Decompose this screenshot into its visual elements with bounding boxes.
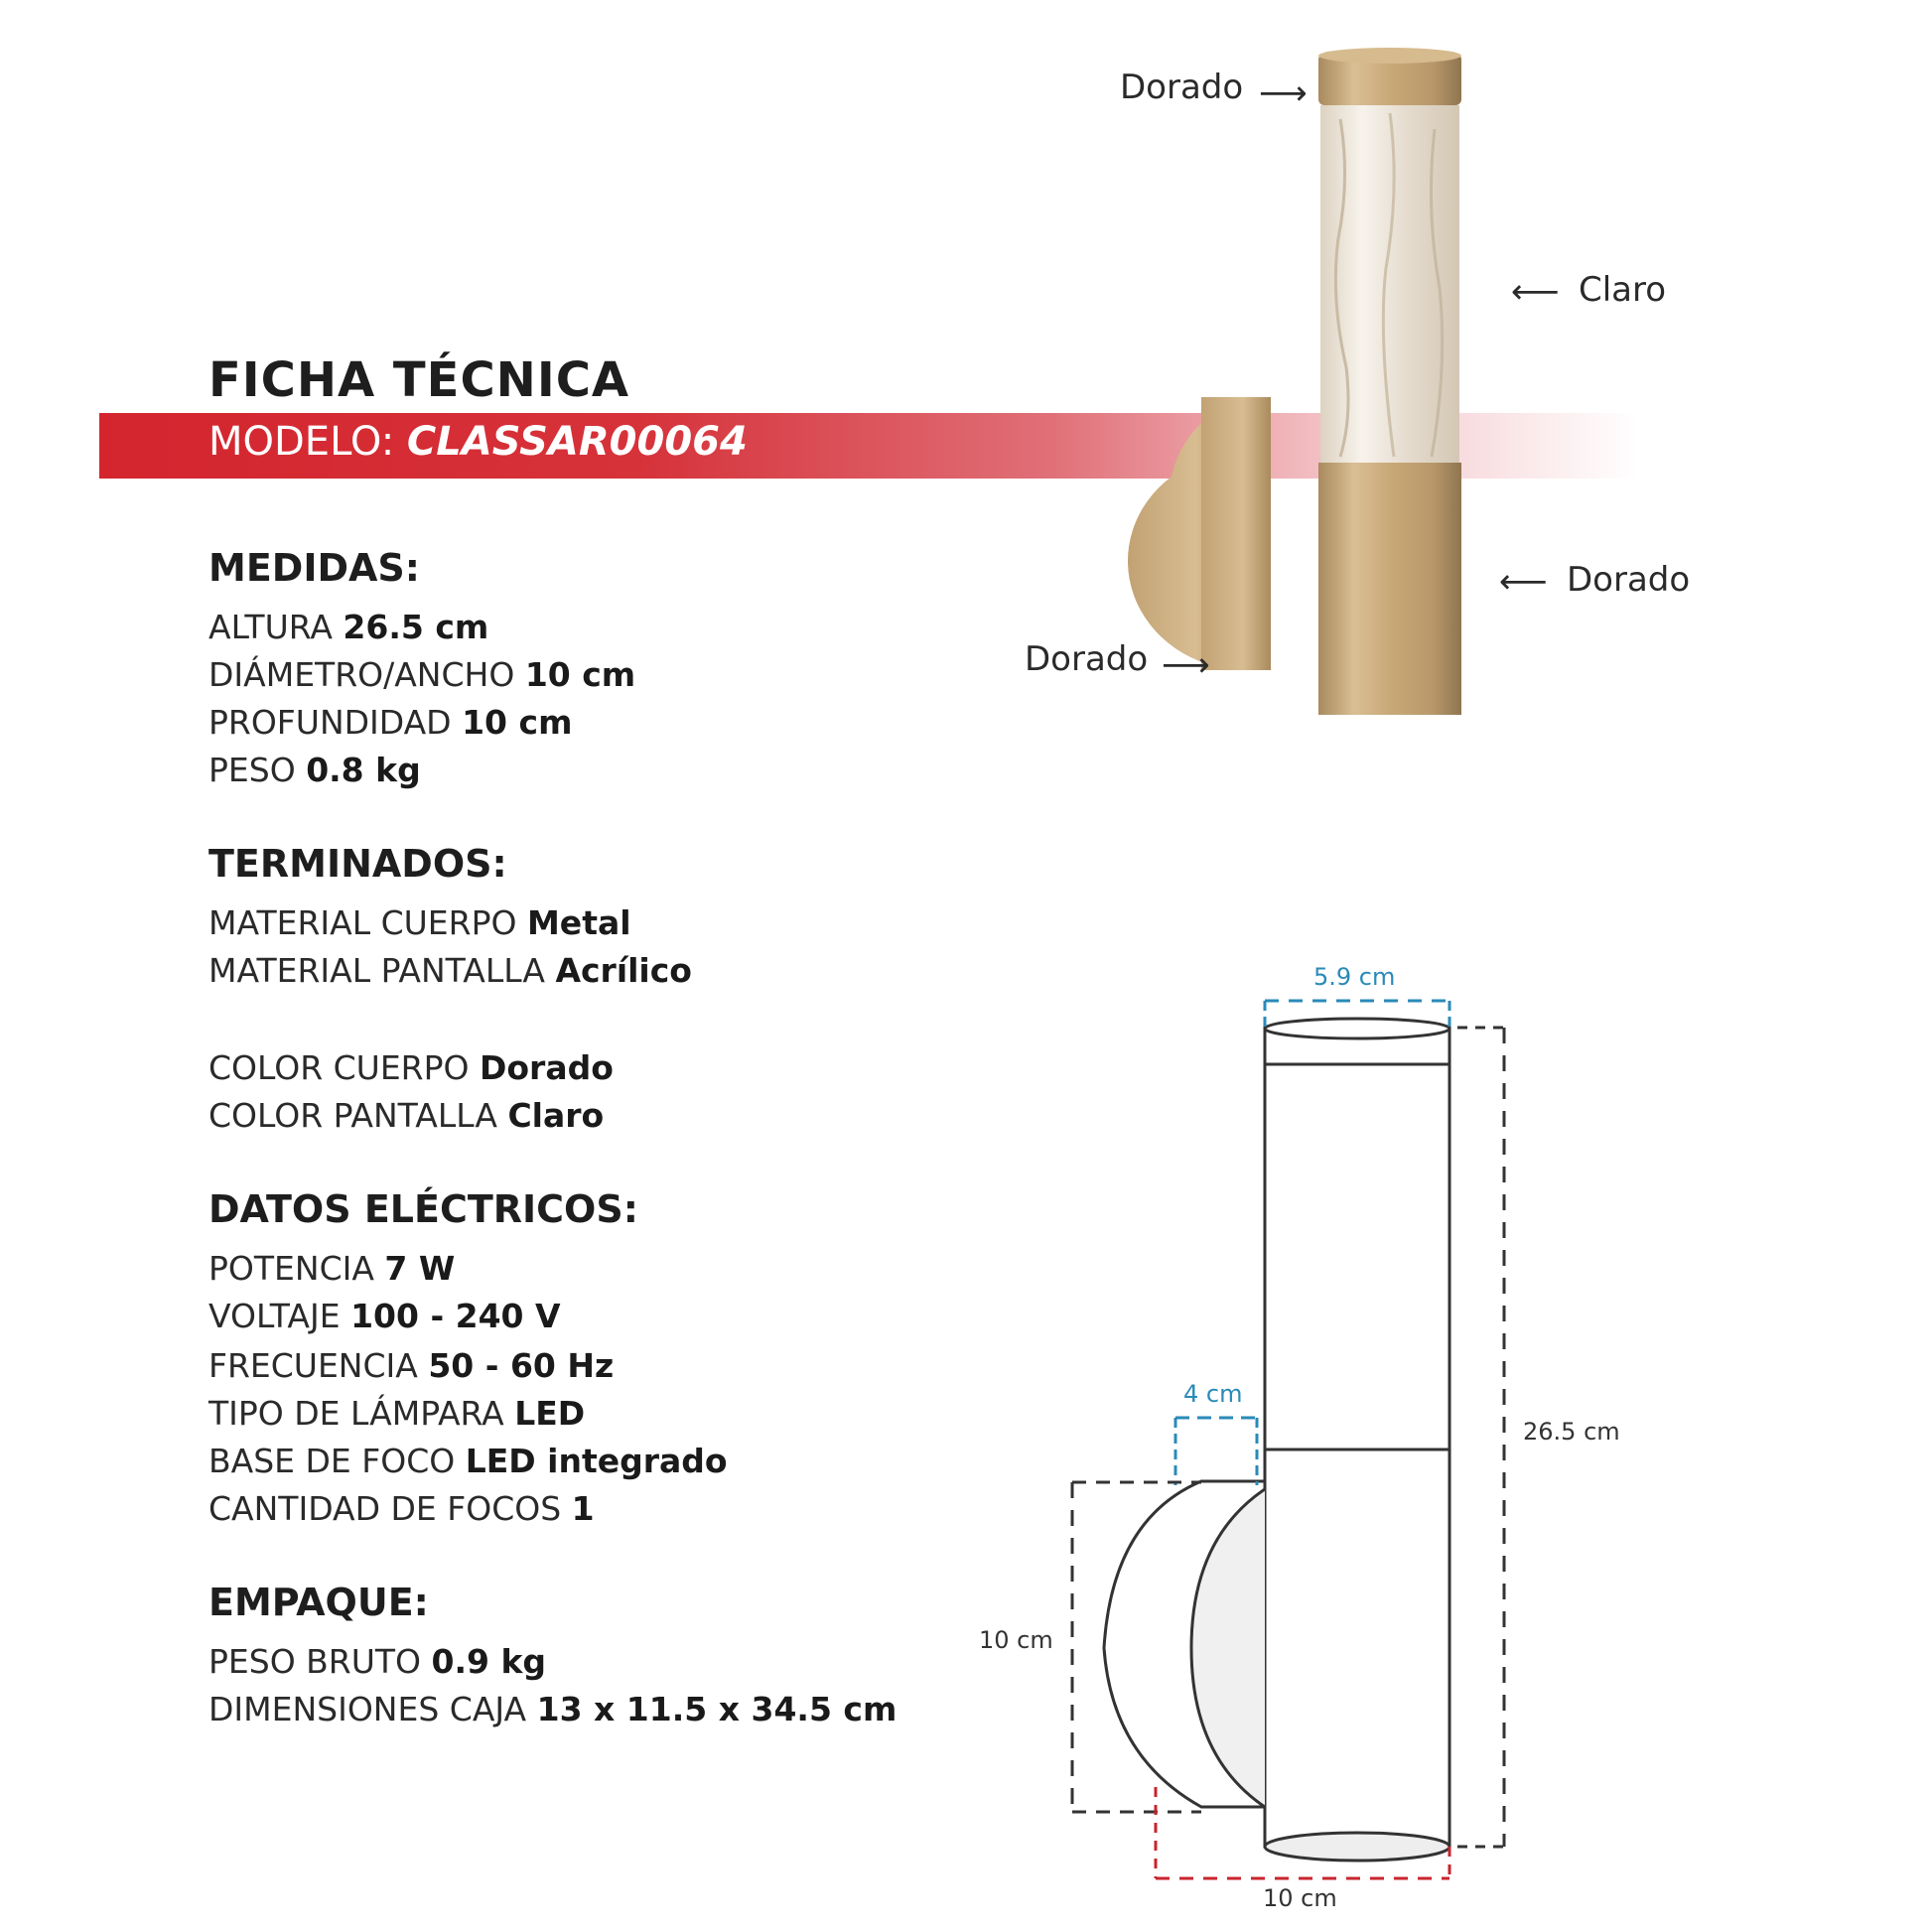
shade-texture <box>1381 112 1396 458</box>
spec-label: DIMENSIONES CAJA <box>208 1690 527 1728</box>
spec-row: FRECUENCIA 50 - 60 Hz <box>208 1346 614 1385</box>
model-code: CLASSAR00064 <box>406 419 748 465</box>
callout-lower-body: Dorado <box>1567 560 1691 600</box>
spec-label: CANTIDAD DE FOCOS <box>208 1489 562 1528</box>
spec-row: PESO BRUTO 0.9 kg <box>208 1642 546 1681</box>
spec-label: TIPO DE LÁMPARA <box>208 1394 504 1433</box>
spec-label: ALTURA <box>208 608 333 646</box>
lower-body <box>1318 463 1461 715</box>
spec-row: POTENCIA 7 W <box>208 1249 455 1288</box>
spec-value: 0.8 kg <box>306 751 421 789</box>
spec-row: COLOR PANTALLA Claro <box>208 1096 604 1135</box>
spec-row: PESO 0.8 kg <box>208 751 421 789</box>
top-cap-rim <box>1318 48 1461 64</box>
model-line: MODELO: CLASSAR00064 <box>208 419 748 465</box>
model-label: MODELO: <box>208 419 395 465</box>
spec-label: COLOR PANTALLA <box>208 1096 497 1135</box>
shade-texture <box>1429 128 1445 458</box>
spec-value: Claro <box>507 1096 605 1135</box>
section-heading-medidas: MEDIDAS: <box>208 546 420 590</box>
spec-value: 7 W <box>384 1249 456 1288</box>
spec-row: CANTIDAD DE FOCOS 1 <box>208 1489 595 1528</box>
product-photo <box>1127 48 1461 715</box>
spec-value: LED integrado <box>465 1442 728 1480</box>
spec-value: 100 - 240 V <box>350 1297 561 1335</box>
spec-row: DIÁMETRO/ANCHO 10 cm <box>208 655 635 694</box>
spec-row: TIPO DE LÁMPARA LED <box>208 1394 585 1433</box>
dim-label-mount-height: 10 cm <box>979 1626 1053 1654</box>
spec-row: COLOR CUERPO Dorado <box>208 1048 614 1087</box>
spec-label: MATERIAL PANTALLA <box>208 951 545 990</box>
spec-row: DIMENSIONES CAJA 13 x 11.5 x 34.5 cm <box>208 1690 897 1728</box>
spec-row: ALTURA 26.5 cm <box>208 608 488 646</box>
spec-label: MATERIAL CUERPO <box>208 903 517 942</box>
page-title: FICHA TÉCNICA <box>208 352 630 408</box>
spec-label: DIÁMETRO/ANCHO <box>208 655 515 694</box>
arrow-left-icon: ⟵ <box>1511 272 1560 312</box>
spec-value: Metal <box>526 903 631 942</box>
spec-label: COLOR CUERPO <box>208 1048 470 1087</box>
spec-label: PESO <box>208 751 296 789</box>
section-heading-terminados: TERMINADOS: <box>208 842 507 886</box>
spec-label: FRECUENCIA <box>208 1346 418 1385</box>
spec-value: 0.9 kg <box>431 1642 547 1681</box>
spec-label: PESO BRUTO <box>208 1642 422 1681</box>
spec-value: 10 cm <box>524 655 636 694</box>
arrow-right-icon: ⟶ <box>1259 73 1308 113</box>
callout-wall-mount: Dorado <box>1025 639 1149 679</box>
spec-label: POTENCIA <box>208 1249 374 1288</box>
shade-texture <box>1333 118 1350 458</box>
spec-value: Acrílico <box>555 951 692 990</box>
section-heading-empaque: EMPAQUE: <box>208 1581 429 1624</box>
spec-label: PROFUNDIDAD <box>208 703 452 742</box>
spec-label: BASE DE FOCO <box>208 1442 456 1480</box>
arrow-left-icon: ⟵ <box>1499 562 1548 602</box>
spec-value: 26.5 cm <box>343 608 489 646</box>
mount-face <box>1189 1487 1266 1809</box>
spec-row: MATERIAL CUERPO Metal <box>208 903 631 942</box>
spec-value: Dorado <box>479 1048 614 1087</box>
callout-shade: Claro <box>1579 270 1667 310</box>
spec-value: 10 cm <box>462 703 573 742</box>
dimension-drawing <box>1070 999 1506 1880</box>
spec-value: 13 x 11.5 x 34.5 cm <box>536 1690 897 1728</box>
spec-row: VOLTAJE 100 - 240 V <box>208 1297 561 1335</box>
dim-label-total-height: 26.5 cm <box>1523 1418 1620 1446</box>
cylinder-outline <box>1263 1026 1451 1849</box>
dim-label-base-width: 10 cm <box>1263 1884 1337 1912</box>
callout-top-cap: Dorado <box>1120 68 1244 107</box>
cylinder-top <box>1263 1017 1451 1040</box>
spec-value: 1 <box>571 1489 595 1528</box>
dim-label-top-width: 5.9 cm <box>1313 963 1396 991</box>
spec-value: LED <box>514 1394 586 1433</box>
cylinder-bottom <box>1263 1831 1451 1863</box>
spec-value: 50 - 60 Hz <box>428 1346 615 1385</box>
top-cap <box>1318 54 1461 105</box>
section-heading-electricos: DATOS ELÉCTRICOS: <box>208 1187 638 1231</box>
spec-label: VOLTAJE <box>208 1297 341 1335</box>
arrow-right-icon: ⟶ <box>1162 645 1210 685</box>
wall-mount-body <box>1201 397 1271 670</box>
spec-row: BASE DE FOCO LED integrado <box>208 1442 728 1480</box>
dim-label-mount-depth: 4 cm <box>1183 1380 1243 1408</box>
spec-row: PROFUNDIDAD 10 cm <box>208 703 572 742</box>
spec-row: MATERIAL PANTALLA Acrílico <box>208 951 692 990</box>
